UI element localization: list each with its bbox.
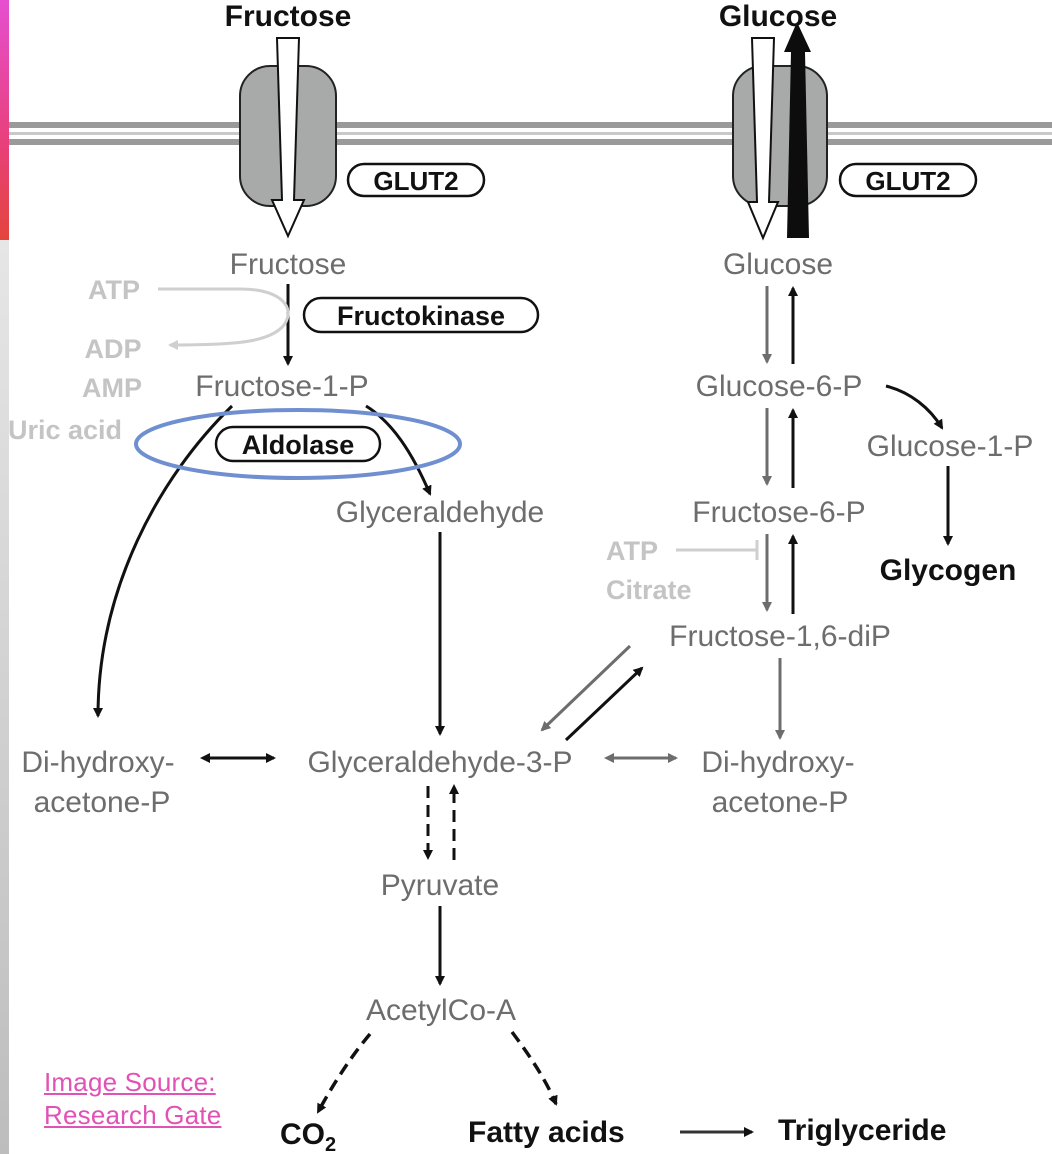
fructose-node: Fructose [230, 248, 347, 281]
citrate-inhibitor-label: Citrate [606, 575, 692, 605]
image-source-line2[interactable]: Research Gate [44, 1100, 222, 1130]
fructose-uptake-arrow [270, 37, 306, 239]
f16dip-to-g3p-arrow [540, 644, 632, 732]
pyruvate-node: Pyruvate [381, 869, 499, 902]
dhap-left-line2: acetone-P [34, 786, 171, 819]
fructose-1-6-dip-node: Fructose-1,6-diP [669, 620, 891, 653]
atp-cofactor-label: ATP [88, 275, 140, 305]
fructose-outside-label: Fructose [225, 0, 352, 33]
glucose-efflux-arrow [784, 22, 811, 238]
glut2-label-left: GLUT2 [373, 166, 458, 196]
aldolase-to-dhap-arrow [93, 404, 234, 718]
glucose-uptake-arrow [746, 37, 780, 241]
glut2-transporter-right [732, 65, 828, 207]
glucose-6-p-node: Glucose-6-P [696, 370, 863, 403]
g3p-node: Glyceraldehyde-3-P [307, 746, 572, 779]
acetylcoa-node: AcetylCo-A [366, 994, 516, 1027]
image-source-line1[interactable]: Image Source: [44, 1067, 216, 1097]
dhap-right-line1: Di-hydroxy- [701, 746, 854, 779]
dhap-left-line1: Di-hydroxy- [21, 746, 174, 779]
glycogen-node: Glycogen [880, 554, 1017, 587]
uric-acid-label: Uric acid [8, 415, 122, 445]
adp-cofactor-label: ADP [84, 334, 141, 364]
fructokinase-label: Fructokinase [337, 301, 505, 331]
fructokinase-pill [302, 296, 540, 334]
g6p-to-g1p-arrow [885, 384, 944, 430]
glucose-outside-label: Glucose [719, 0, 837, 33]
acetylcoa-to-co2-arrow [316, 1032, 372, 1114]
glyceraldehyde-node: Glyceraldehyde [336, 496, 544, 529]
co2-node: CO2 [280, 1118, 336, 1154]
glut2-pill-right [838, 162, 978, 198]
glucose-node: Glucose [723, 248, 833, 281]
aldolase-label: Aldolase [242, 430, 355, 460]
fatty-acids-node: Fatty acids [468, 1116, 625, 1149]
left-edge-strip-bottom [0, 240, 9, 1154]
acetylcoa-to-fatty-acids-arrow [510, 1030, 558, 1106]
aldolase-to-glyceraldehyde-arrow [365, 404, 432, 496]
atp-inhibitor-label: ATP [606, 536, 658, 566]
aldolase-pill [214, 425, 382, 463]
atp-to-adp-curve [158, 287, 290, 350]
fructose-6-p-node: Fructose-6-P [692, 496, 865, 529]
fructose-1-p-node: Fructose-1-P [195, 370, 368, 403]
glut2-pill-left [346, 162, 486, 198]
cell-membrane [9, 122, 1052, 145]
glut2-label-right: GLUT2 [865, 166, 950, 196]
amp-cofactor-label: AMP [82, 373, 142, 403]
left-edge-strip-top [0, 0, 9, 240]
dhap-right-line2: acetone-P [712, 786, 849, 819]
image-source-link[interactable]: Image Source: Research Gate [44, 1066, 221, 1132]
g3p-to-f16dip-arrow [564, 666, 644, 742]
triglyceride-node: Triglyceride [778, 1114, 946, 1147]
glucose-1-p-node: Glucose-1-P [867, 430, 1034, 463]
aldolase-highlight-ellipse [134, 408, 462, 480]
